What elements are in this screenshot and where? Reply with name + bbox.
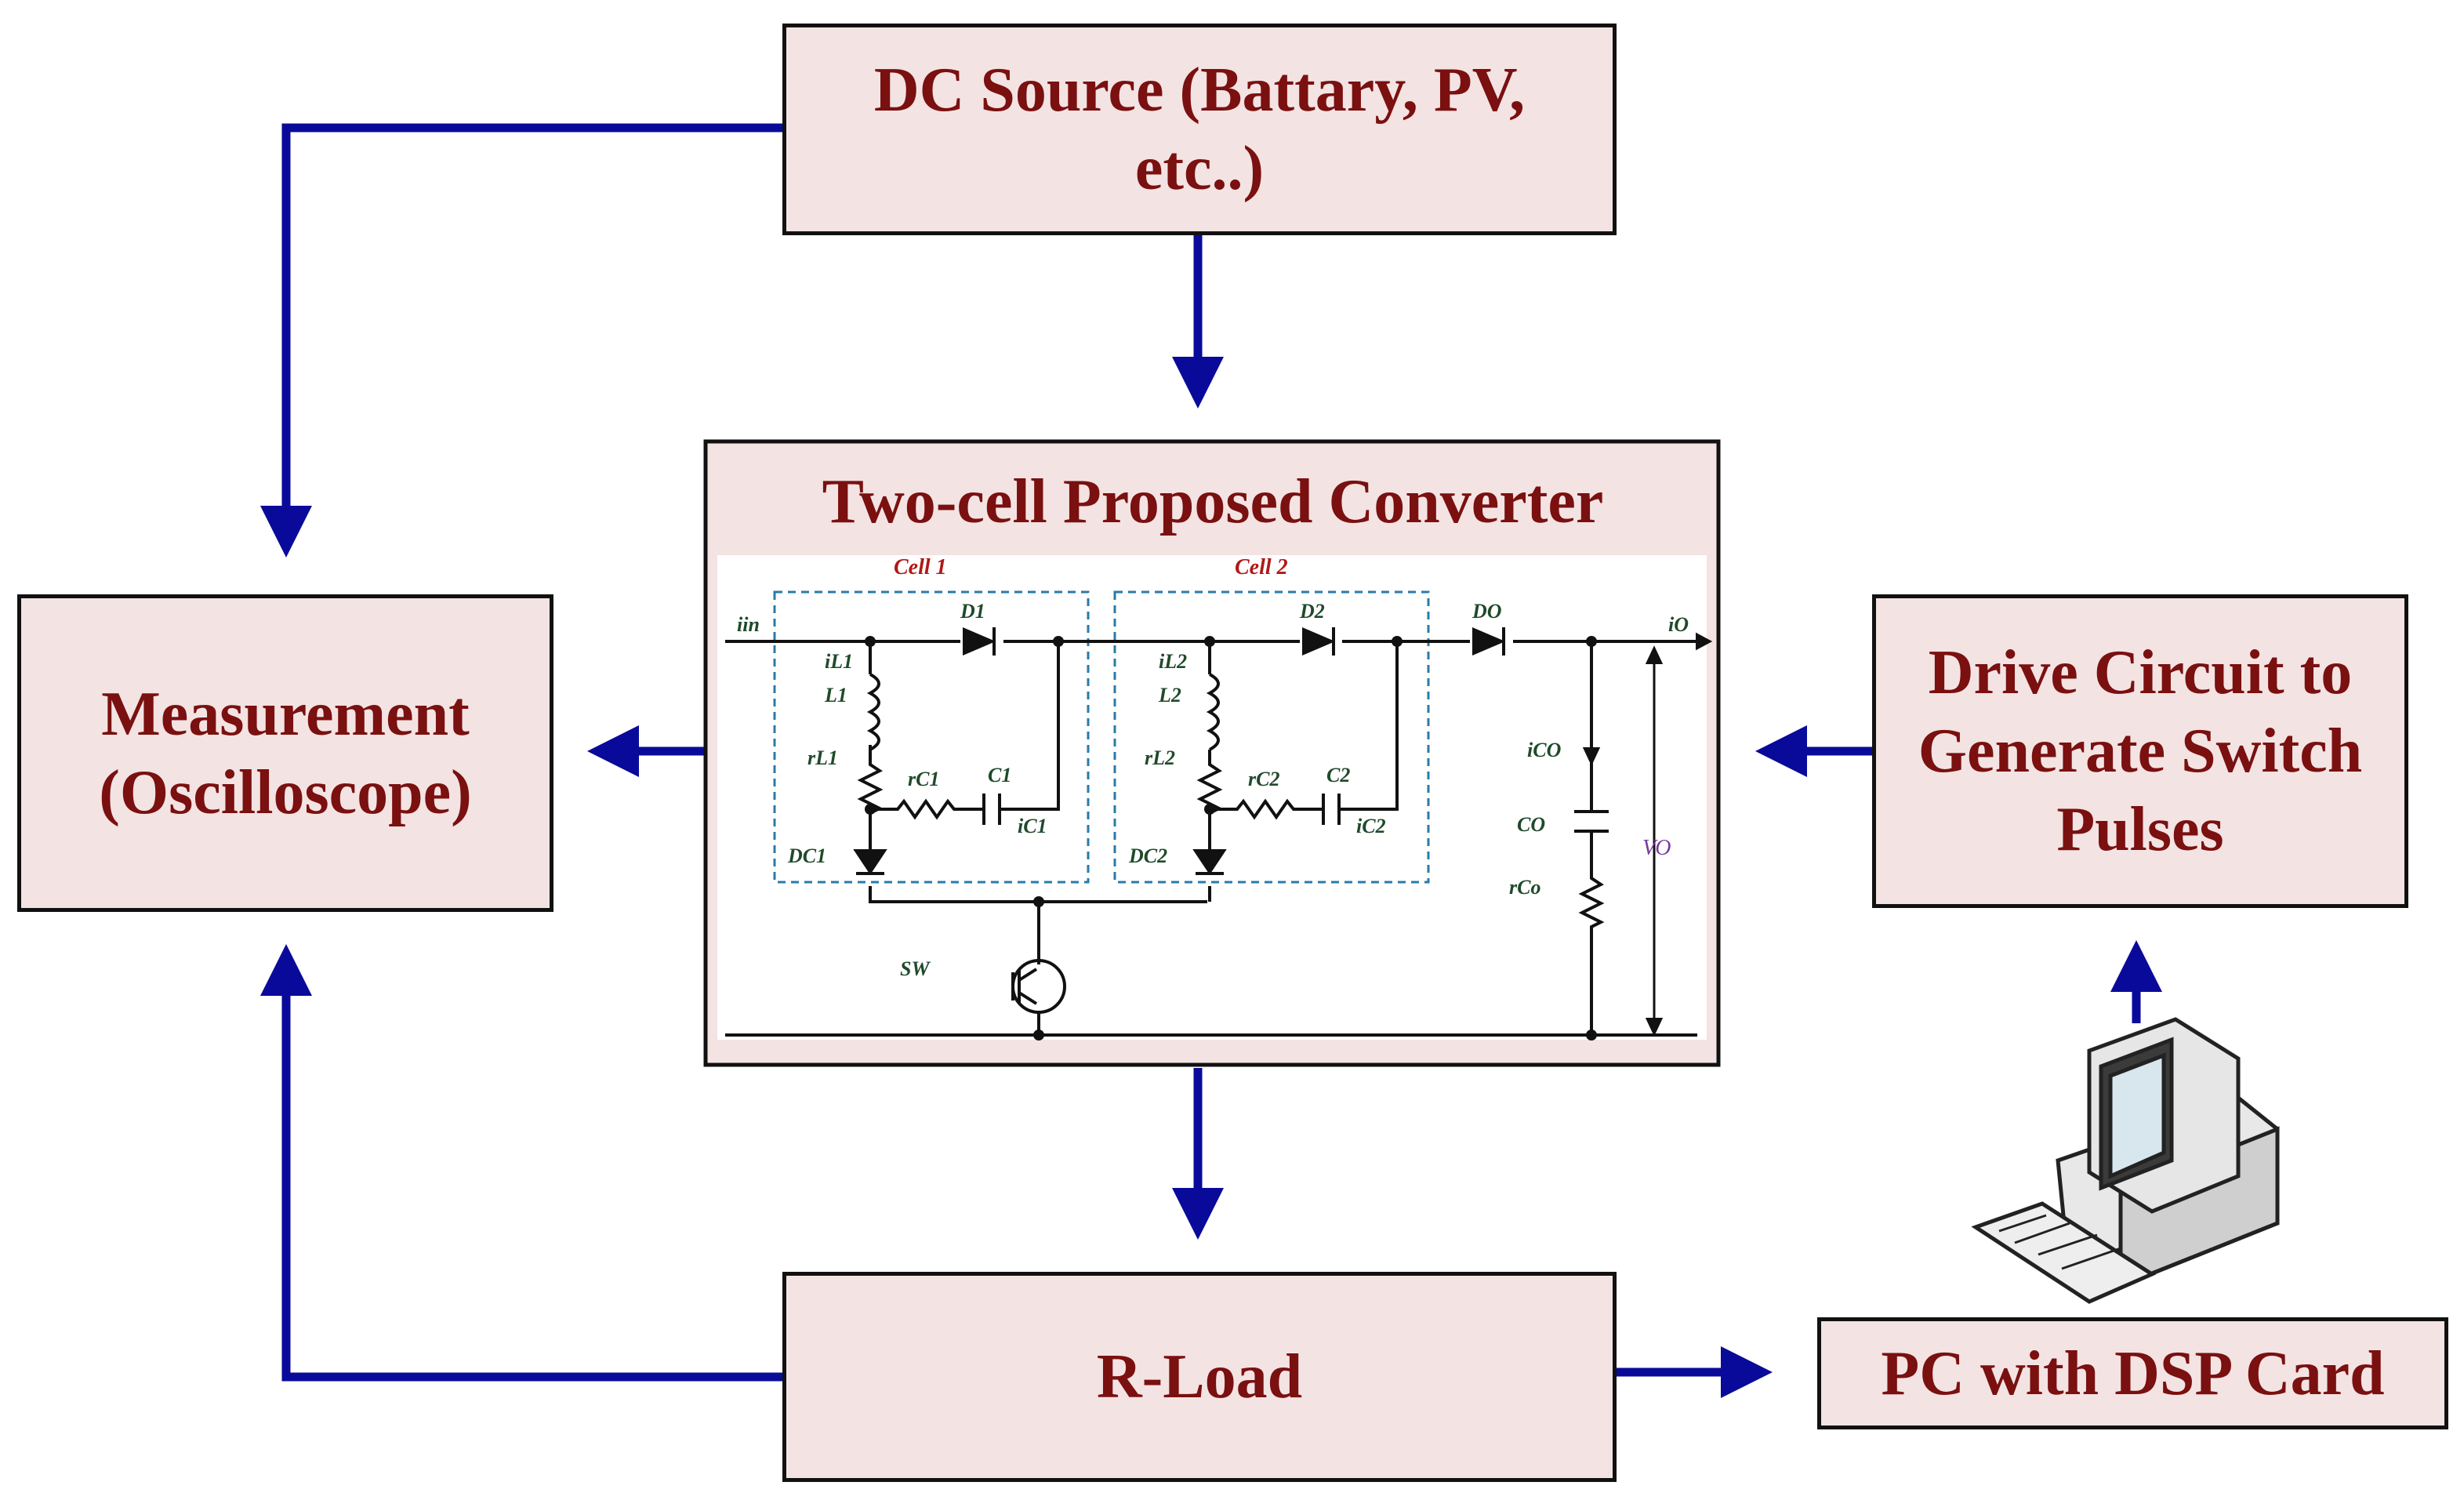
circuit-panel [717, 555, 1707, 1040]
label-ico: iCO [1527, 739, 1562, 761]
converter-title: Two-cell Proposed Converter [822, 467, 1604, 536]
label-rc1: rC1 [908, 768, 939, 790]
cell-1-label: Cell 1 [894, 555, 947, 579]
drive-line-1: Drive Circuit to [1928, 638, 2353, 707]
arrow-vo-top [1645, 645, 1664, 664]
label-rco: rCo [1509, 876, 1540, 899]
cell-2-label: Cell 2 [1235, 555, 1288, 579]
label-il2: iL2 [1159, 650, 1187, 673]
cell-1-box [773, 590, 1090, 884]
label-l2: L2 [1158, 684, 1181, 706]
arrow-rload-to-measurement [260, 944, 786, 1382]
label-d2: D2 [1299, 600, 1325, 623]
arrow-ico [1582, 747, 1601, 766]
diode-do [1472, 627, 1506, 656]
dc-source-line-2: etc..) [1134, 134, 1265, 203]
label-rc2: rC2 [1248, 768, 1279, 790]
arrow-vo-bottom [1645, 1018, 1664, 1037]
label-dc1: DC1 [787, 844, 826, 867]
r-load-block: R-Load [782, 1272, 1617, 1482]
computer-icon [1971, 1017, 2280, 1304]
diode-dc1 [853, 849, 887, 875]
measurement-line-1: Measurement [101, 679, 470, 749]
label-rl1: rL1 [807, 746, 838, 769]
drive-line-3: Pulses [2056, 795, 2224, 864]
arrow-dc-to-measurement [260, 123, 786, 558]
label-iin: iin [737, 613, 760, 636]
label-ic1: iC1 [1018, 815, 1047, 837]
label-io: iO [1668, 613, 1689, 636]
label-c1: C1 [988, 764, 1011, 786]
cell-2-box [1113, 590, 1430, 884]
pc-dsp-label: PC with DSP Card [1881, 1338, 2385, 1408]
label-c2: C2 [1326, 764, 1350, 786]
diode-d1 [963, 627, 996, 656]
r-load-label: R-Load [1096, 1342, 1303, 1411]
measurement-line-2: (Oscilloscope) [99, 757, 472, 827]
diode-d2 [1302, 627, 1336, 656]
label-sw: SW [900, 957, 931, 980]
pc-dsp-block: PC with DSP Card [1817, 1317, 2448, 1429]
dc-source-line-1: DC Source (Battary, PV, [873, 56, 1526, 125]
label-ic2: iC2 [1356, 815, 1386, 837]
diode-dc2 [1192, 849, 1227, 875]
label-il1: iL1 [825, 650, 853, 673]
drive-circuit-block: Drive Circuit to Generate Switch Pulses [1872, 594, 2408, 908]
label-rl2: rL2 [1145, 746, 1175, 769]
dc-source-block: DC Source (Battary, PV, etc..) [782, 24, 1617, 235]
drive-line-2: Generate Switch [1918, 717, 2363, 786]
measurement-block: Measurement (Oscilloscope) [17, 594, 553, 912]
label-d1: D1 [960, 600, 985, 623]
label-vo: VO [1642, 836, 1671, 860]
label-co: CO [1517, 813, 1545, 836]
label-do: DO [1472, 600, 1502, 623]
arrow-io [1696, 632, 1713, 651]
label-l1: L1 [824, 684, 847, 706]
label-dc2: DC2 [1128, 844, 1167, 867]
